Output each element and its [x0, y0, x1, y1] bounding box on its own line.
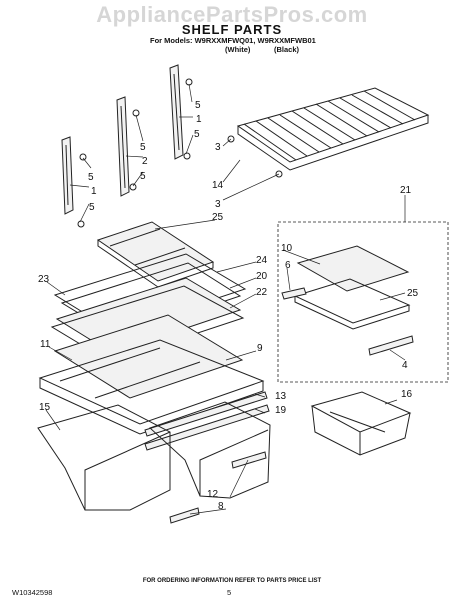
callout-3-a: 3: [215, 142, 221, 153]
callout-19: 19: [275, 405, 287, 416]
callout-20: 20: [256, 271, 268, 282]
callout-14: 14: [212, 180, 224, 191]
callout-24: 24: [256, 255, 268, 266]
shelf-support-right: [169, 64, 193, 160]
watermark: AppliancePartsPros.com: [96, 2, 368, 27]
callout-5-a: 5: [88, 172, 94, 183]
callout-21: 21: [400, 185, 412, 196]
shelf-support-left: [61, 136, 87, 228]
callout-10: 10: [281, 243, 293, 254]
callout-11: 11: [40, 339, 51, 350]
crisper-drawers: [37, 401, 271, 511]
callouts: 5 1 5 5 2 5 5 1 5 3 14 3 25 21 10 6 25 4…: [38, 100, 419, 512]
page-title: SHELF PARTS: [181, 22, 283, 37]
callout-1-a: 1: [91, 186, 97, 197]
callout-8: 8: [218, 501, 224, 512]
callout-25-b: 25: [407, 288, 419, 299]
shelf-support-middle: [116, 96, 140, 197]
callout-3-b: 3: [215, 199, 221, 210]
callout-23: 23: [38, 274, 50, 285]
callout-5-d: 5: [140, 171, 146, 182]
crisper-cover: [38, 314, 265, 435]
crisper-trims: [144, 391, 270, 451]
callout-12: 12: [207, 489, 219, 500]
callout-5-b: 5: [89, 202, 95, 213]
variant-black-label: (Black): [274, 45, 300, 54]
crisper-shelf-parts: [281, 245, 414, 356]
callout-2: 2: [142, 156, 148, 167]
models-line: For Models: W9RXXMFWQ01, W9RXXMFWB01: [150, 36, 316, 45]
callout-6: 6: [285, 260, 291, 271]
glass-shelf-top: [96, 221, 215, 288]
shelf-glass-stack: [50, 253, 247, 363]
crisper-assembly-box: [277, 221, 449, 383]
document-number: W10342598: [12, 588, 53, 597]
callout-4: 4: [402, 360, 408, 371]
wire-shelf: [227, 87, 430, 178]
callout-1-b: 1: [196, 114, 202, 125]
variant-white-label: (White): [225, 45, 251, 54]
callout-9: 9: [257, 343, 263, 354]
callout-25-a: 25: [212, 212, 224, 223]
callout-16: 16: [401, 389, 413, 400]
callout-5-e: 5: [195, 100, 201, 111]
callout-22: 22: [256, 287, 268, 298]
callout-15: 15: [39, 402, 51, 413]
deli-drawer: [310, 391, 412, 456]
callout-5-f: 5: [194, 129, 200, 140]
drawer-slides: [169, 451, 267, 524]
callout-5-c: 5: [140, 142, 146, 153]
page-number: 5: [227, 588, 232, 597]
callout-13: 13: [275, 391, 287, 402]
ordering-note: FOR ORDERING INFORMATION REFER TO PARTS …: [142, 578, 322, 584]
